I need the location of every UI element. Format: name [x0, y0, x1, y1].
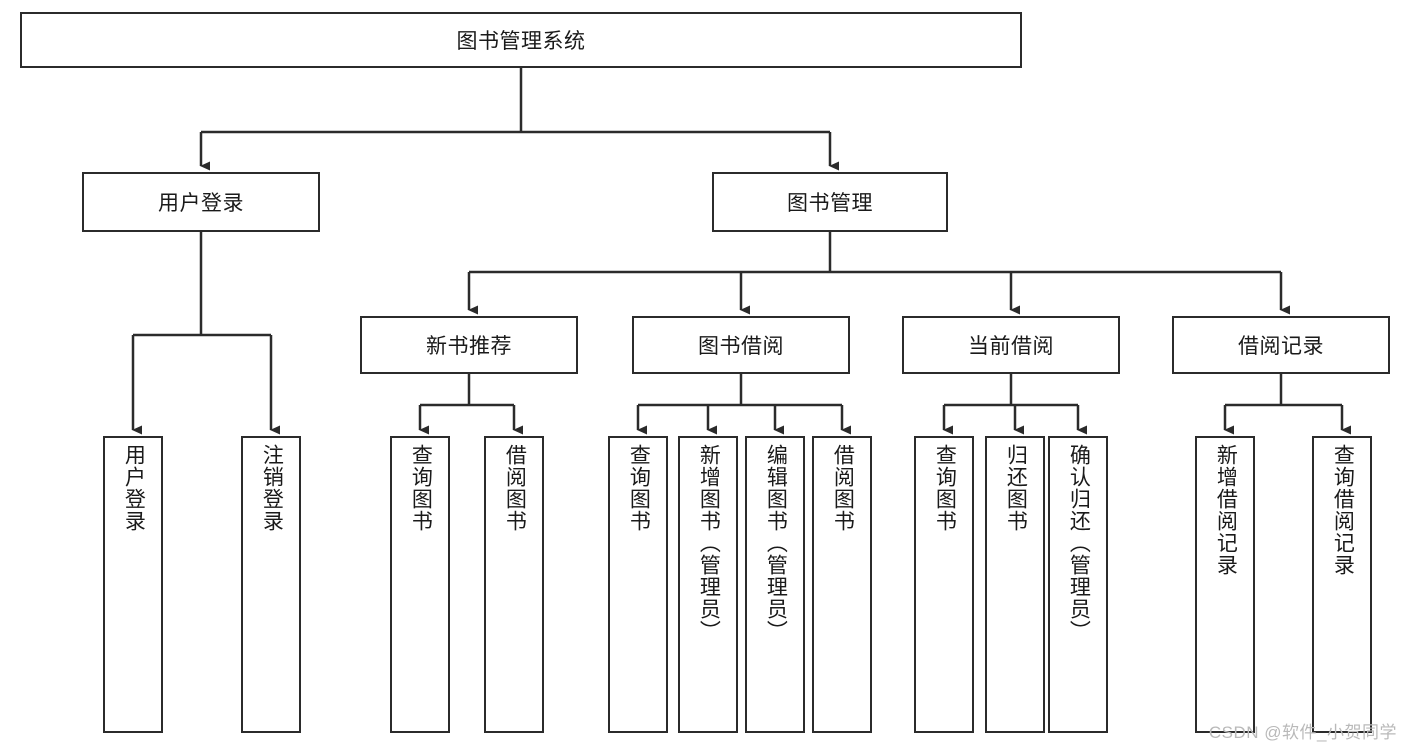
node-leaf-query-book-3[interactable]: 查询图书	[914, 436, 974, 733]
node-leaf-borrow-book-2[interactable]: 借阅图书	[812, 436, 872, 733]
node-leaf-query-book-1[interactable]: 查询图书	[390, 436, 450, 733]
node-leaf-query-book-2[interactable]: 查询图书	[608, 436, 668, 733]
node-leaf-query-book-3-label: 查询图书	[933, 444, 957, 532]
node-leaf-edit-book-label: 编辑图书（管理员）	[764, 444, 788, 642]
node-user-login[interactable]: 用户登录	[82, 172, 320, 232]
node-book-borrow-label: 图书借阅	[698, 335, 784, 358]
node-leaf-confirm-return-label: 确认归还（管理员）	[1067, 444, 1091, 642]
node-leaf-borrow-book-2-label: 借阅图书	[831, 444, 855, 532]
node-leaf-confirm-return[interactable]: 确认归还（管理员）	[1048, 436, 1108, 733]
node-leaf-return-book[interactable]: 归还图书	[985, 436, 1045, 733]
node-new-book-recommend-label: 新书推荐	[426, 335, 512, 358]
node-leaf-user-login[interactable]: 用户登录	[103, 436, 163, 733]
node-root-label: 图书管理系统	[456, 30, 586, 53]
node-leaf-query-record[interactable]: 查询借阅记录	[1312, 436, 1372, 733]
node-leaf-add-book[interactable]: 新增图书（管理员）	[678, 436, 738, 733]
node-leaf-borrow-book-1[interactable]: 借阅图书	[484, 436, 544, 733]
node-borrow-record-label: 借阅记录	[1238, 335, 1324, 358]
node-book-borrow[interactable]: 图书借阅	[632, 316, 850, 374]
node-leaf-add-record[interactable]: 新增借阅记录	[1195, 436, 1255, 733]
node-leaf-return-book-label: 归还图书	[1004, 444, 1028, 532]
node-leaf-user-logout-label: 注销登录	[260, 444, 284, 532]
node-new-book-recommend[interactable]: 新书推荐	[360, 316, 578, 374]
node-leaf-add-book-label: 新增图书（管理员）	[697, 444, 721, 642]
node-leaf-query-book-1-label: 查询图书	[409, 444, 433, 532]
node-leaf-query-record-label: 查询借阅记录	[1331, 444, 1355, 576]
node-leaf-borrow-book-1-label: 借阅图书	[503, 444, 527, 532]
node-leaf-add-record-label: 新增借阅记录	[1214, 444, 1238, 576]
node-current-borrow[interactable]: 当前借阅	[902, 316, 1120, 374]
node-borrow-record[interactable]: 借阅记录	[1172, 316, 1390, 374]
node-leaf-user-login-label: 用户登录	[122, 444, 146, 532]
node-current-borrow-label: 当前借阅	[968, 335, 1054, 358]
node-leaf-user-logout[interactable]: 注销登录	[241, 436, 301, 733]
node-user-login-label: 用户登录	[158, 192, 244, 215]
node-book-manage[interactable]: 图书管理	[712, 172, 948, 232]
csdn-watermark: CSDN @软件_小贺同学	[1208, 723, 1397, 742]
node-book-manage-label: 图书管理	[787, 192, 873, 215]
node-leaf-query-book-2-label: 查询图书	[627, 444, 651, 532]
node-root[interactable]: 图书管理系统	[20, 12, 1022, 68]
node-leaf-edit-book[interactable]: 编辑图书（管理员）	[745, 436, 805, 733]
